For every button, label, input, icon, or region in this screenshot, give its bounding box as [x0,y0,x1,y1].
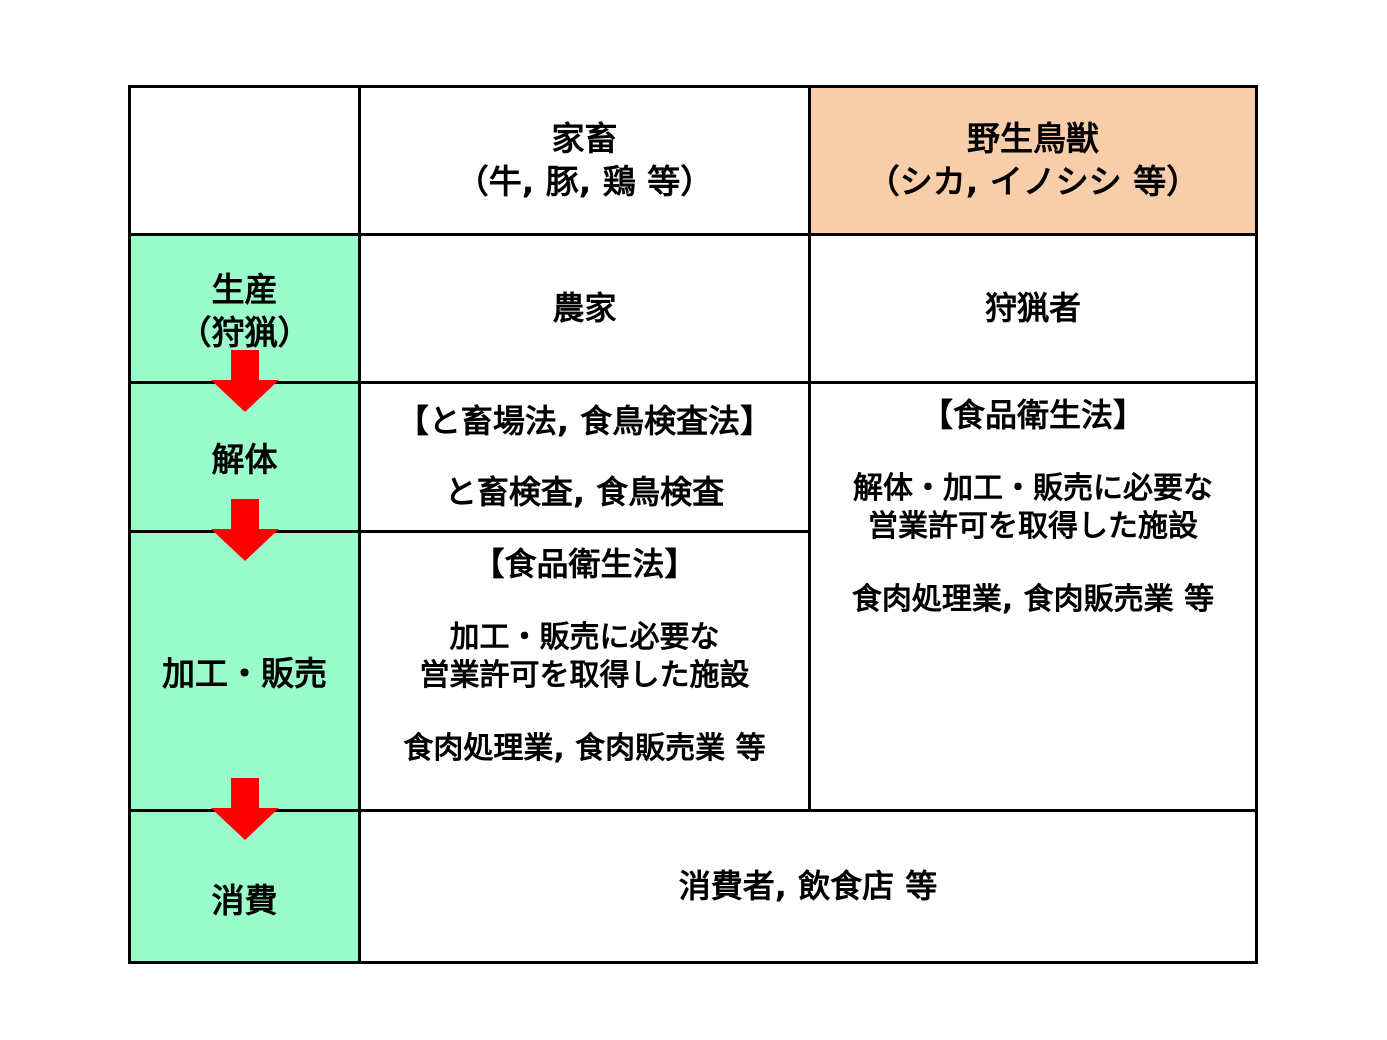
row-dressing: 解体 【と畜場法, 食鳥検査法】 と畜検査, 食鳥検査 【食品衛生法】 [128,381,1258,812]
wild-cell-production: 狩猟者 [808,233,1258,384]
wild-cell-dressing-processing-merged: 【食品衛生法】 解体・加工・販売に必要な 営業許可を取得した施設 食肉処理業, … [808,381,1258,812]
stage-label-consumption: 消費 [211,881,278,921]
header-wild-cell: 野生鳥獣 （シカ, イノシシ 等） [808,85,1258,236]
table-header-row: 家畜 （牛, 豚, 鶏 等） 野生鳥獣 （シカ, イノシシ 等） [128,85,1258,236]
header-wild-label: 野生鳥獣 （シカ, イノシシ 等） [866,119,1200,201]
livestock-processing-facility: 加工・販売に必要な 営業許可を取得した施設 [419,619,750,694]
livestock-dressing-stack: 【と畜場法, 食鳥検査法】 と畜検査, 食鳥検査 [361,384,808,530]
stage-label-processing: 加工・販売 [162,653,327,693]
livestock-processing-stack: 【食品衛生法】 加工・販売に必要な 営業許可を取得した施設 食肉処理業, 食肉販… [361,526,808,816]
row-consumption: 消費 消費者, 飲食店 等 [128,809,1258,964]
stage-cell-dressing: 解体 [128,381,361,561]
livestock-dressing-detail: と畜検査, 食鳥検査 [444,473,725,511]
livestock-cell-production: 農家 [358,233,811,384]
livestock-processing-law: 【食品衛生法】 [472,545,697,583]
livestock-dressing-law: 【と畜場法, 食鳥検査法】 [396,402,773,441]
header-corner-cell [128,85,361,236]
header-livestock-label: 家畜 （牛, 豚, 鶏 等） [455,119,714,201]
stage-label-dressing: 解体 [211,439,278,479]
livestock-cell-processing: 【食品衛生法】 加工・販売に必要な 営業許可を取得した施設 食肉処理業, 食肉販… [358,530,811,812]
stage-cell-consumption: 消費 [128,809,361,964]
row-processing: 加工・販売 【食品衛生法】 加工・販売に必要な 営業許可を取得した施設 食肉処理… [128,530,1257,840]
livestock-processing-business: 食肉処理業, 食肉販売業 等 [403,730,766,766]
stage-cell-processing: 加工・販売 [128,530,361,840]
food-hygiene-flow-table: 家畜 （牛, 豚, 鶏 等） 野生鳥獣 （シカ, イノシシ 等） 生産 （狩猟）… [128,85,1258,964]
row-production: 生産 （狩猟） 農家 狩猟者 [128,233,1258,412]
wild-facility: 解体・加工・販売に必要な 営業許可を取得した施設 [853,470,1213,545]
stage-cell-production: 生産 （狩猟） [128,233,361,412]
consumption-cell-merged: 消費者, 飲食店 等 [358,809,1258,964]
header-corner-label [131,157,358,165]
consumption-value: 消費者, 飲食店 等 [678,867,938,906]
livestock-production-value: 農家 [552,289,617,328]
wild-business: 食肉処理業, 食肉販売業 等 [851,581,1215,617]
header-livestock-cell: 家畜 （牛, 豚, 鶏 等） [358,85,811,236]
wild-merged-stack: 【食品衛生法】 解体・加工・販売に必要な 営業許可を取得した施設 食肉処理業, … [811,377,1255,816]
livestock-cell-dressing: 【と畜場法, 食鳥検査法】 と畜検査, 食鳥検査 [358,381,811,533]
stage-label-production: 生産 （狩猟） [178,270,311,352]
wild-law: 【食品衛生法】 [920,396,1145,434]
wild-production-value: 狩猟者 [984,289,1081,328]
